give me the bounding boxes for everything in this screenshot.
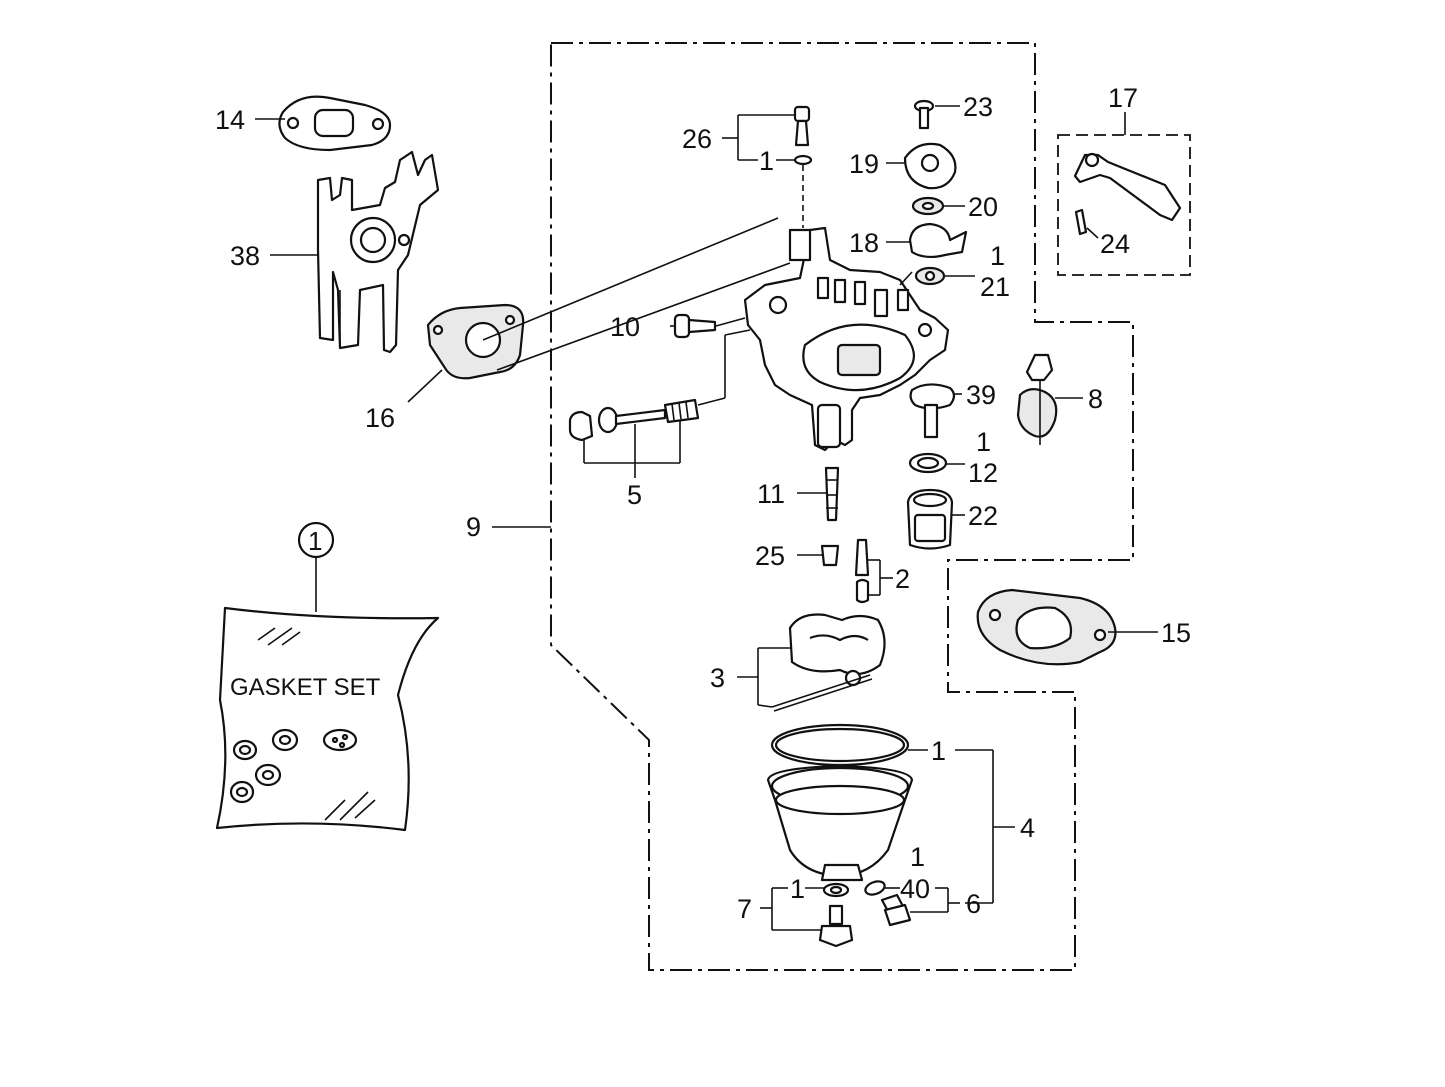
label-1-bolt-washer: 1 xyxy=(910,842,925,872)
gasket-set-title: GASKET SET xyxy=(230,674,381,701)
part-38-bracket[interactable] xyxy=(316,150,440,354)
part-14-gasket[interactable] xyxy=(278,95,392,152)
part-4-bowl[interactable] xyxy=(766,764,914,882)
part-1-washer-top[interactable] xyxy=(793,154,813,166)
label-17: 17 xyxy=(1108,83,1138,113)
carburetor-body[interactable] xyxy=(743,226,950,452)
label-10: 10 xyxy=(610,312,640,342)
label-18: 18 xyxy=(849,228,879,258)
part-17-lever[interactable] xyxy=(1073,152,1182,222)
label-2: 2 xyxy=(895,564,910,594)
part-17-boundary xyxy=(1057,134,1191,276)
label-20: 20 xyxy=(968,192,998,222)
label-26: 26 xyxy=(682,124,712,154)
part-2-needle[interactable] xyxy=(854,538,870,604)
part-19-cover[interactable] xyxy=(903,142,957,190)
label-39: 39 xyxy=(966,380,996,410)
label-8: 8 xyxy=(1088,384,1103,414)
label-15: 15 xyxy=(1161,618,1191,648)
label-1-washer: 1 xyxy=(976,427,991,457)
part-11-tube[interactable] xyxy=(824,466,840,522)
label-19: 19 xyxy=(849,149,879,179)
assembly-boundary xyxy=(550,42,1134,971)
part-10-screw[interactable] xyxy=(673,313,717,339)
part-18-valve[interactable] xyxy=(908,222,968,259)
label-9: 9 xyxy=(466,512,481,542)
part-6-bolt[interactable] xyxy=(880,893,912,927)
label-1-drain-washer: 1 xyxy=(790,874,805,904)
part-40-washer[interactable] xyxy=(864,879,887,897)
part-25-jet[interactable] xyxy=(820,544,840,567)
part-26-screw[interactable] xyxy=(793,105,811,147)
label-3: 3 xyxy=(710,663,725,693)
label-1-bag: 1 xyxy=(308,526,322,556)
gasket-set-bag[interactable] xyxy=(215,606,440,832)
label-4: 4 xyxy=(1020,813,1035,843)
label-1-diaphragm: 1 xyxy=(990,241,1005,271)
label-12: 12 xyxy=(968,458,998,488)
label-7: 7 xyxy=(737,894,752,924)
part-1-bowl-gasket[interactable] xyxy=(770,723,910,767)
part-8-choke-lever[interactable] xyxy=(1016,353,1058,445)
label-40: 40 xyxy=(900,874,930,904)
label-1-bowl: 1 xyxy=(931,736,946,766)
label-16: 16 xyxy=(365,403,395,433)
label-25: 25 xyxy=(755,541,785,571)
label-22: 22 xyxy=(968,501,998,531)
label-23: 23 xyxy=(963,92,993,122)
part-7-bolt[interactable] xyxy=(818,904,854,948)
label-14: 14 xyxy=(215,105,245,135)
part-12-washer[interactable] xyxy=(908,452,948,474)
part-24-pin[interactable] xyxy=(1074,208,1088,236)
part-20-diaphragm[interactable] xyxy=(911,196,945,216)
part-21-gasket[interactable] xyxy=(899,266,946,286)
part-1-washer-bottom[interactable] xyxy=(822,882,850,898)
label-11: 11 xyxy=(757,479,785,509)
label-5: 5 xyxy=(627,480,642,510)
label-21: 21 xyxy=(980,272,1010,302)
part-23-screw[interactable] xyxy=(913,99,935,130)
part-22-nut[interactable] xyxy=(906,488,954,550)
part-16-gasket[interactable] xyxy=(426,303,525,380)
part-15-gasket[interactable] xyxy=(976,588,1117,666)
part-39-valve[interactable] xyxy=(909,383,956,439)
label-24: 24 xyxy=(1100,229,1130,259)
label-6: 6 xyxy=(966,889,981,919)
label-38: 38 xyxy=(230,241,260,271)
label-1-screw: 1 xyxy=(759,146,774,176)
part-5-screw-set[interactable] xyxy=(568,398,700,442)
part-3-float[interactable] xyxy=(771,613,886,712)
